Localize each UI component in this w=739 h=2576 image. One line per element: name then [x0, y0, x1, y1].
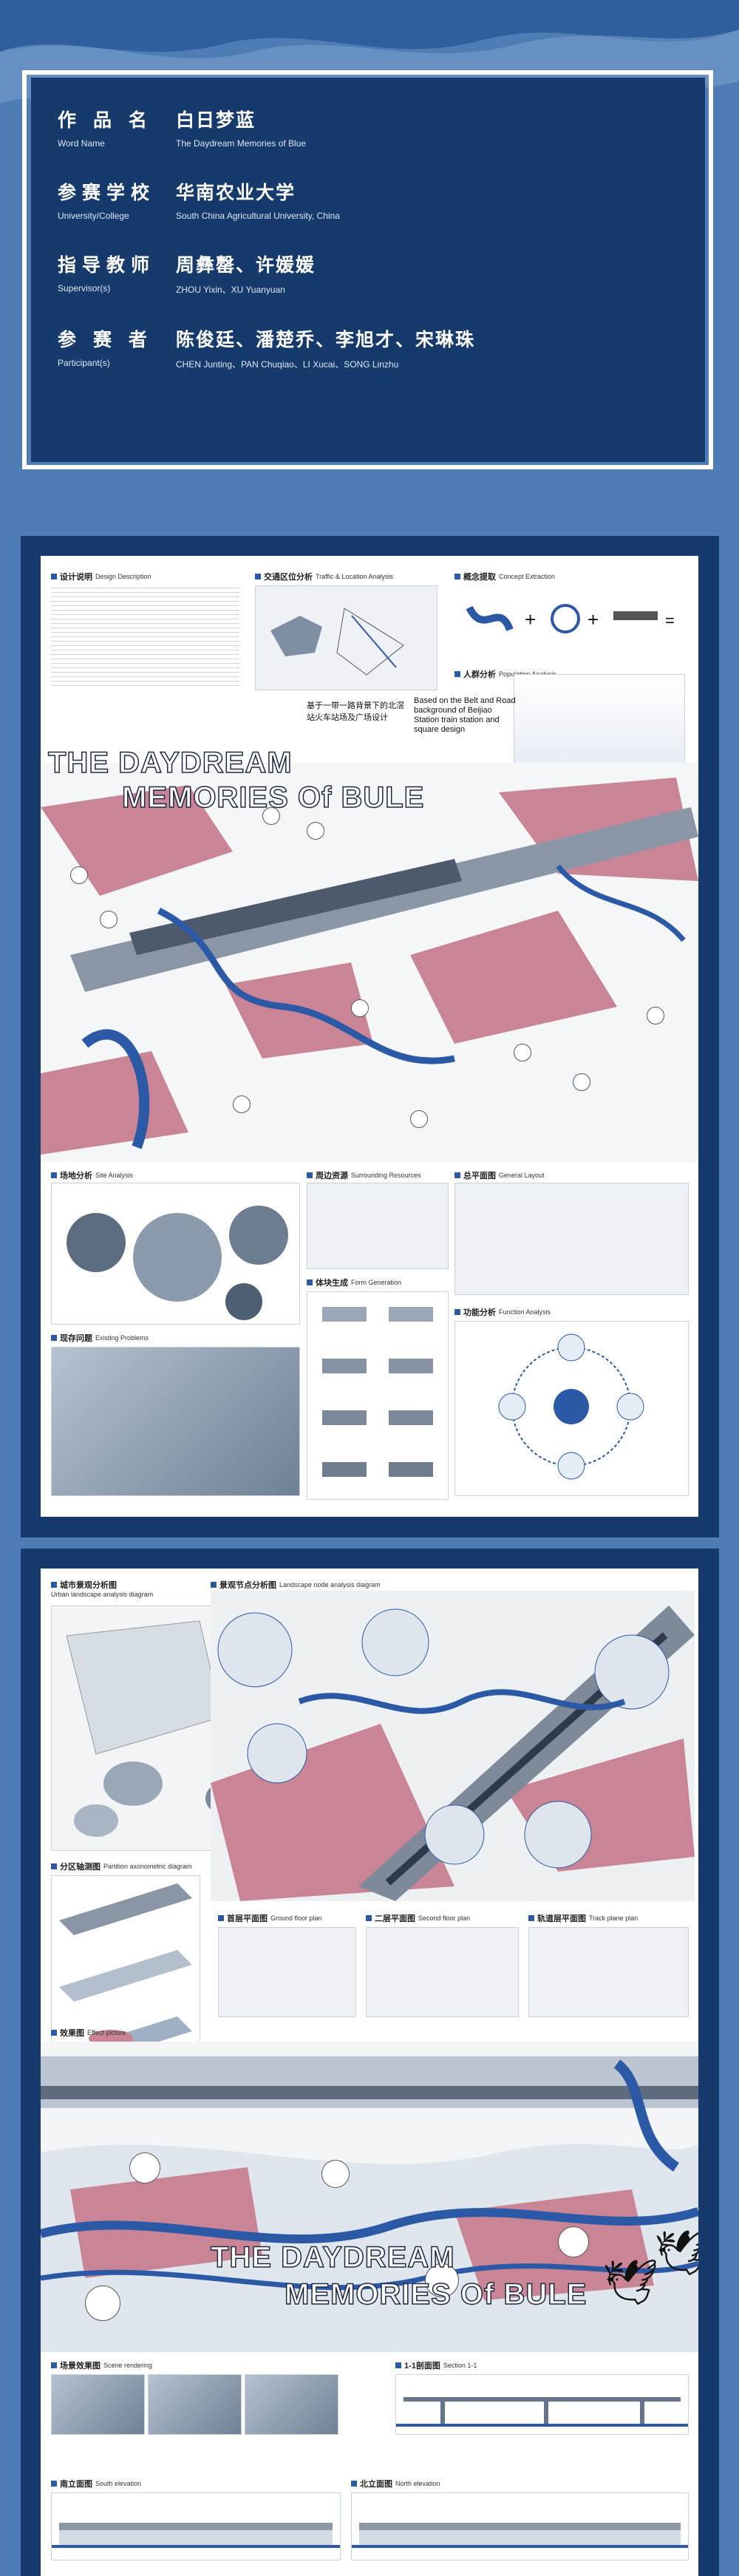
- label-supervisor-en: Supervisor(s): [58, 283, 111, 293]
- bird-icon: 🕊: [602, 2257, 659, 2307]
- svg-text:+: +: [525, 608, 536, 631]
- design-description-text: [51, 584, 239, 687]
- poster-title-line-1: THE DAYDREAM: [47, 746, 293, 780]
- info-row-supervisor: 指导教师 Supervisor(s) 周彝罄、许媛媛 ZHOU Yixin、XU Y…: [58, 251, 678, 296]
- value-supervisor-en: ZHOU Yixin、XU Yuanyuan: [176, 285, 285, 295]
- label-university-en: University/College: [58, 211, 129, 221]
- section-urban-landscape-en: Urban landscape analysis diagram: [51, 1591, 154, 1598]
- scene-rendering-3: [245, 2374, 338, 2435]
- surrounding-resources-map: [307, 1183, 449, 1269]
- form-generation-diagram: [307, 1291, 449, 1500]
- value-university: 华南农业大学: [176, 183, 296, 203]
- south-elevation-drawing: [51, 2492, 341, 2560]
- info-row-participants: 参 赛 者 Participant(s) 陈俊廷、潘楚乔、李旭才、宋琳珠 CHEN …: [58, 325, 678, 370]
- site-analysis-diagram: [51, 1183, 300, 1325]
- info-panel: 作 品 名 Word Name 白日梦蓝 The Daydream Memories…: [31, 78, 705, 462]
- second-floor-plan: [366, 1927, 519, 2017]
- ground-floor-plan: [218, 1927, 356, 2017]
- traffic-location-map: [255, 585, 437, 690]
- value-participants: 陈俊廷、潘楚乔、李旭才、宋琳珠: [176, 330, 476, 350]
- info-row-work-name: 作 品 名 Word Name 白日梦蓝 The Daydream Memories…: [58, 106, 678, 149]
- info-row-university: 参赛学校 University/College 华南农业大学 South China…: [58, 178, 678, 221]
- poster-title-line-2: MEMORIES Of BULE: [121, 781, 425, 815]
- effect-title-line-1: THE DAYDREAM: [210, 2240, 455, 2274]
- general-layout-plan: [454, 1183, 689, 1295]
- svg-text:=: =: [665, 611, 675, 630]
- function-analysis-diagram: [454, 1321, 689, 1496]
- svg-text:+: +: [588, 608, 599, 631]
- info-panel-frame: [22, 70, 713, 469]
- value-supervisor: 周彝罄、许媛媛: [176, 255, 316, 276]
- label-work-name-en: Word Name: [58, 138, 105, 149]
- label-supervisor: 指导教师: [58, 255, 156, 276]
- bird-icon: 🕊: [654, 2228, 698, 2277]
- concept-extraction-diagram: + + =: [454, 585, 684, 667]
- main-aerial-rendering: [41, 763, 698, 1162]
- effect-picture-rendering: 🕊 🕊: [41, 2042, 698, 2352]
- scene-rendering-2: [148, 2374, 242, 2435]
- value-work-name-en: The Daydream Memories of Blue: [176, 138, 307, 149]
- scene-rendering-1: [51, 2374, 145, 2435]
- value-participants-en: CHEN Junting、PAN Chuqiao、LI Xucai、SONG L…: [176, 359, 399, 370]
- board-2: 城市景观分析图 Urban landscape analysis diagram…: [41, 1569, 698, 2576]
- label-participants-en: Participant(s): [58, 358, 110, 368]
- value-work-name: 白日梦蓝: [176, 110, 256, 131]
- north-elevation-drawing: [351, 2492, 689, 2560]
- section-urban-landscape: 城市景观分析图: [51, 1579, 117, 1591]
- label-work-name: 作 品 名: [58, 110, 153, 131]
- existing-problems-photos: [51, 1347, 300, 1496]
- section-1-1-drawing: [395, 2374, 689, 2435]
- value-university-en: South China Agricultural University, Chi…: [176, 211, 340, 221]
- population-analysis-diagram: [514, 674, 685, 764]
- landscape-node-rendering: [211, 1591, 695, 1901]
- tagline-en: Based on the Belt and Road background of…: [414, 696, 516, 734]
- label-university: 参赛学校: [58, 183, 156, 203]
- effect-title-line-2: MEMORIES Of BULE: [284, 2277, 588, 2311]
- tagline-cn: 基于一带一路背景下的北滘站火车站场及广场设计: [307, 701, 404, 722]
- track-plane-plan: [528, 1927, 689, 2017]
- label-participants: 参 赛 者: [58, 330, 153, 350]
